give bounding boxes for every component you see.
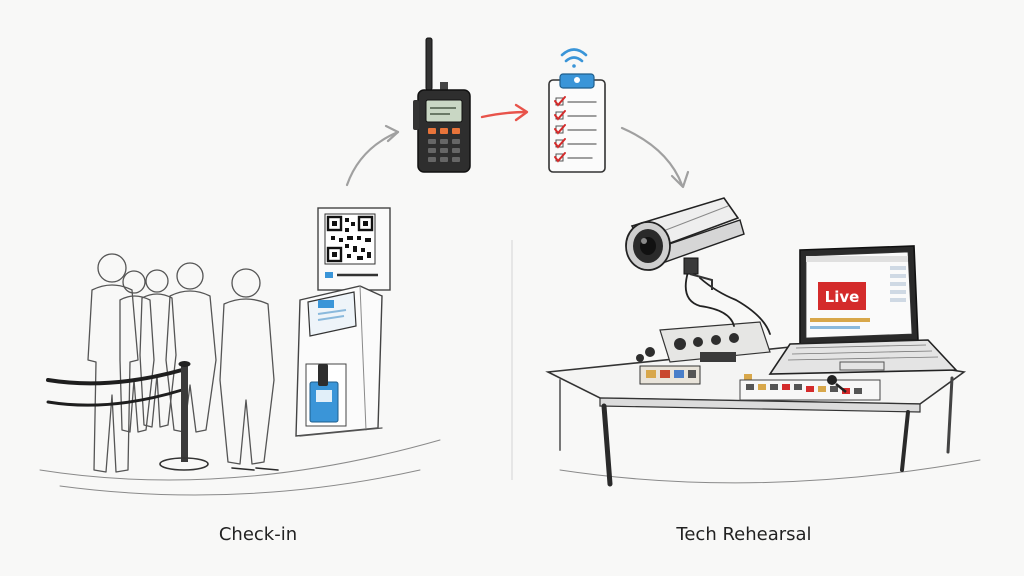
arrow-checkin-to-radio — [345, 124, 400, 187]
checkin-scene — [39, 207, 441, 496]
tech-rehearsal-scene: Live — [545, 197, 981, 487]
walkie-talkie-icon — [413, 37, 471, 173]
mixer-console — [636, 321, 881, 401]
arrow-radio-to-checklist — [480, 103, 529, 122]
rope-barrier — [46, 361, 209, 471]
live-label: Live — [825, 288, 860, 306]
wifi-icon — [560, 48, 588, 68]
caption-checkin: Check-in — [218, 524, 298, 545]
arrow-checklist-to-tech — [620, 126, 690, 189]
caption-tech-rehearsal: Tech Rehearsal — [676, 524, 812, 545]
security-camera-icon — [625, 197, 745, 290]
qr-code-icon — [324, 213, 376, 265]
live-badge — [818, 282, 866, 310]
checkin-kiosk — [295, 207, 391, 437]
clipboard-checklist-icon — [548, 48, 606, 173]
laptop-icon: Live — [768, 245, 958, 375]
